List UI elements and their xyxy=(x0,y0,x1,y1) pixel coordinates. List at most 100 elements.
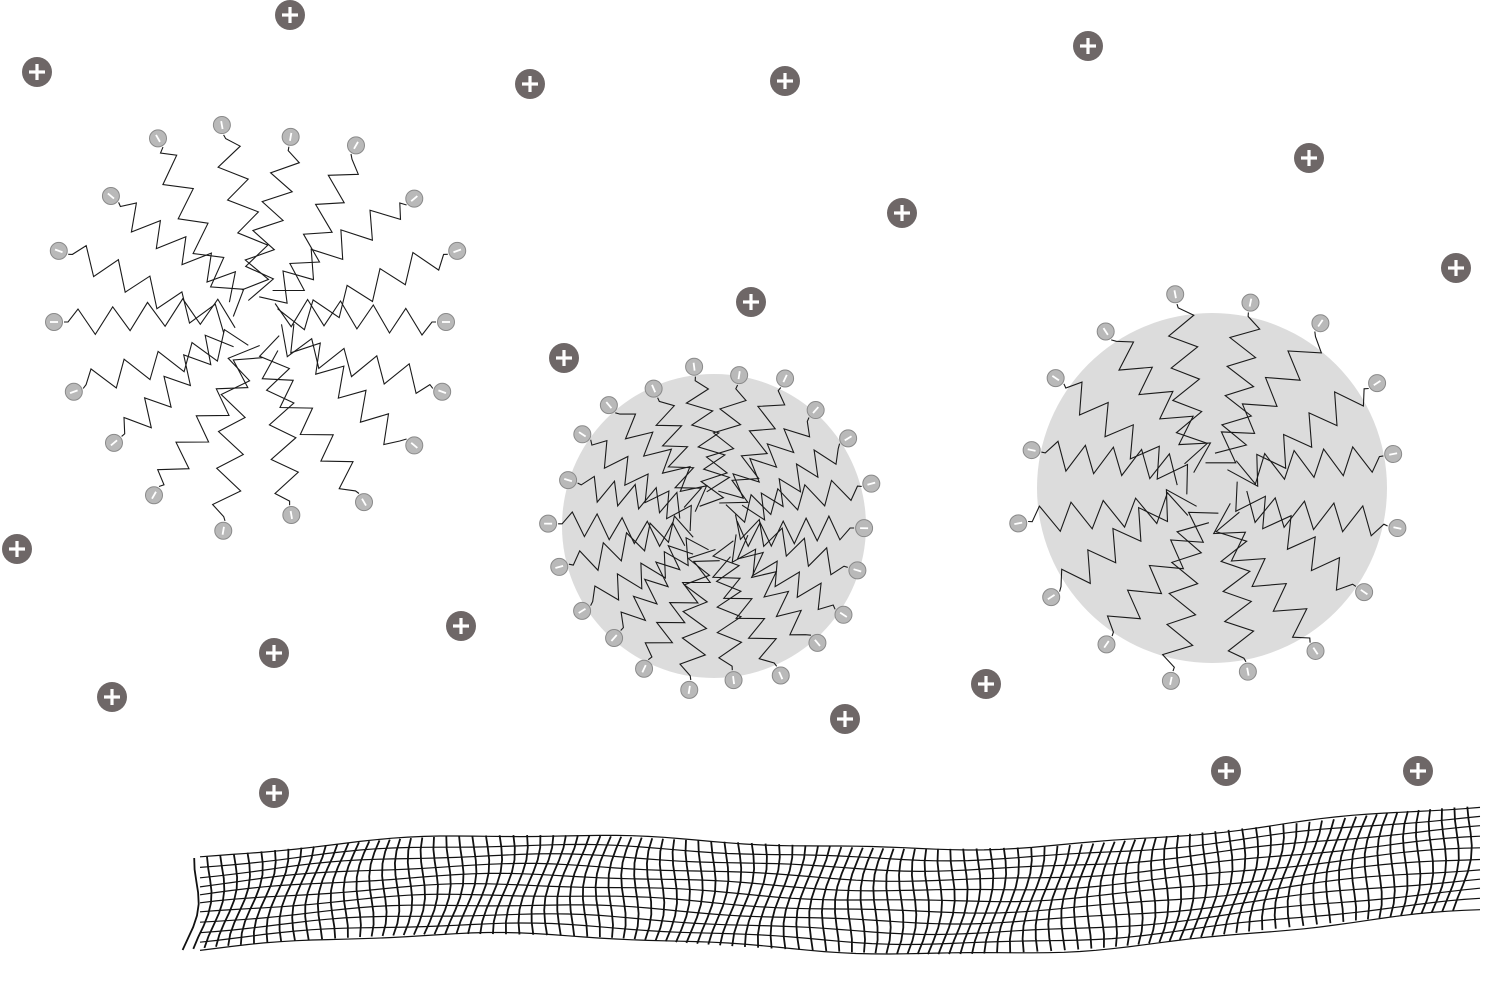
hydrocarbon-tail xyxy=(159,146,245,317)
hydrocarbon-tail xyxy=(620,544,694,631)
cation-icon: + xyxy=(97,682,127,712)
fiber-strand xyxy=(1189,832,1208,939)
anion-headgroup-icon: − xyxy=(1311,314,1330,333)
fiber-strand xyxy=(1389,811,1399,918)
fiber-strand xyxy=(744,843,768,947)
anion-headgroup-icon: − xyxy=(1042,588,1061,607)
fiber-strand xyxy=(1430,808,1448,913)
cation-icon: + xyxy=(22,57,52,87)
fiber-strand xyxy=(644,837,654,941)
fiber-strand xyxy=(996,847,1020,954)
fiber-strand xyxy=(455,835,478,935)
fiber-strand xyxy=(342,841,360,938)
fiber-strand xyxy=(1008,846,1033,953)
fiber-mesh xyxy=(181,806,1481,955)
fiber-strand xyxy=(199,878,1481,925)
anion-headgroup-icon: − xyxy=(281,127,300,146)
hydrocarbon-tail xyxy=(1214,511,1255,663)
fiber-strand xyxy=(1098,841,1116,948)
cation-icon: + xyxy=(887,198,917,228)
fiber-strand xyxy=(423,836,439,935)
anion-headgroup-icon: − xyxy=(1097,635,1116,654)
hydrocarbon-tail xyxy=(558,511,686,548)
anion-headgroup-icon: − xyxy=(808,633,827,652)
hydrocarbon-tail xyxy=(121,334,234,437)
fiber-strand xyxy=(654,838,666,941)
fiber-mesh xyxy=(181,806,1481,955)
cation-icon: + xyxy=(830,704,860,734)
anion-headgroup-icon: − xyxy=(685,357,704,376)
fiber-strand xyxy=(413,837,426,936)
cation-icon: + xyxy=(259,638,289,668)
anion-headgroup-icon: − xyxy=(437,313,455,331)
anion-headgroup-icon: − xyxy=(433,382,452,401)
fiber-strand xyxy=(304,845,327,941)
fiber-strand xyxy=(1060,844,1083,951)
anion-headgroup-icon: − xyxy=(448,241,467,260)
anion-headgroup-icon: − xyxy=(605,629,624,648)
hydrocarbon-tail xyxy=(1227,387,1369,488)
anion-headgroup-icon: − xyxy=(771,666,790,685)
cation-icon: + xyxy=(549,343,579,373)
fiber-strand xyxy=(1376,812,1388,919)
anion-headgroup-icon: − xyxy=(848,561,867,580)
hydrocarbon-tail xyxy=(644,560,720,661)
anion-headgroup-icon: − xyxy=(680,680,699,699)
cation-icon: + xyxy=(971,669,1001,699)
hydrocarbon-tail xyxy=(1205,331,1323,464)
fiber-strand xyxy=(1158,836,1170,943)
hydrocarbon-tail xyxy=(734,514,848,576)
fiber-strand xyxy=(1261,824,1285,931)
micelle-free: −−−−−−−−−−−−−−−−−− xyxy=(45,116,467,540)
hydrocarbon-tail xyxy=(736,514,855,548)
anion-headgroup-icon: − xyxy=(1046,369,1065,388)
cation-icon: + xyxy=(1211,756,1241,786)
anion-headgroup-icon: − xyxy=(1241,293,1260,312)
anion-headgroup-icon: − xyxy=(49,241,68,260)
fiber-strand xyxy=(1441,807,1460,912)
anion-headgroup-icon: − xyxy=(282,506,301,525)
fiber-strand xyxy=(1200,831,1221,938)
fiber-strand xyxy=(719,842,743,946)
hydrocarbon-tail xyxy=(1106,511,1219,637)
anion-headgroup-icon: − xyxy=(539,514,558,533)
hydrocarbon-tail xyxy=(241,146,301,291)
cation-icon: + xyxy=(736,287,766,317)
fiber-strand xyxy=(1338,816,1357,922)
fiber-strand xyxy=(707,841,730,945)
micelle-small: −−−−−−−−−−−−−−−−−−−−−− xyxy=(539,357,881,699)
hydrocarbon-tail xyxy=(259,202,407,304)
anion-headgroup-icon: − xyxy=(855,519,874,538)
hydrocarbon-tail xyxy=(699,384,747,507)
fiber-strand xyxy=(820,846,843,952)
fiber-strand xyxy=(368,840,381,937)
hydrocarbon-tail xyxy=(731,534,836,611)
anion-headgroup-icon: − xyxy=(1384,445,1403,464)
fiber-strand xyxy=(896,848,905,954)
cation-icon: + xyxy=(1403,756,1433,786)
fiber-strand xyxy=(1168,834,1183,942)
fiber-strand xyxy=(517,835,542,935)
fiber-strand xyxy=(633,837,643,940)
hydrocarbon-tail xyxy=(118,202,237,303)
fiber-strand xyxy=(239,851,264,945)
hydrocarbon-tail xyxy=(1235,445,1384,486)
micelles-group: −−−−−−−−−−−−−−−−−−−−−−−−−−−−−−−−−−−−−−−−… xyxy=(45,116,1407,699)
fiber-strand xyxy=(1034,845,1059,952)
hydrocarbon-tail xyxy=(590,536,709,606)
hydrocarbon-tail xyxy=(64,297,236,336)
hydrocarbon-tail xyxy=(1246,490,1388,537)
anion-headgroup-icon: − xyxy=(405,436,424,455)
cation-icon: + xyxy=(770,66,800,96)
cation-icon: + xyxy=(446,611,476,641)
fiber-strand xyxy=(199,887,1481,936)
hydrocarbon-tail xyxy=(1028,491,1189,533)
fiber-strand xyxy=(607,836,623,938)
fiber-strand xyxy=(927,848,943,955)
cation-icon: + xyxy=(1441,253,1471,283)
anion-headgroup-icon: − xyxy=(1096,322,1115,341)
hydrocarbon-tail xyxy=(1212,503,1311,643)
fiber-strand xyxy=(731,842,756,947)
fiber-strand xyxy=(467,835,491,935)
